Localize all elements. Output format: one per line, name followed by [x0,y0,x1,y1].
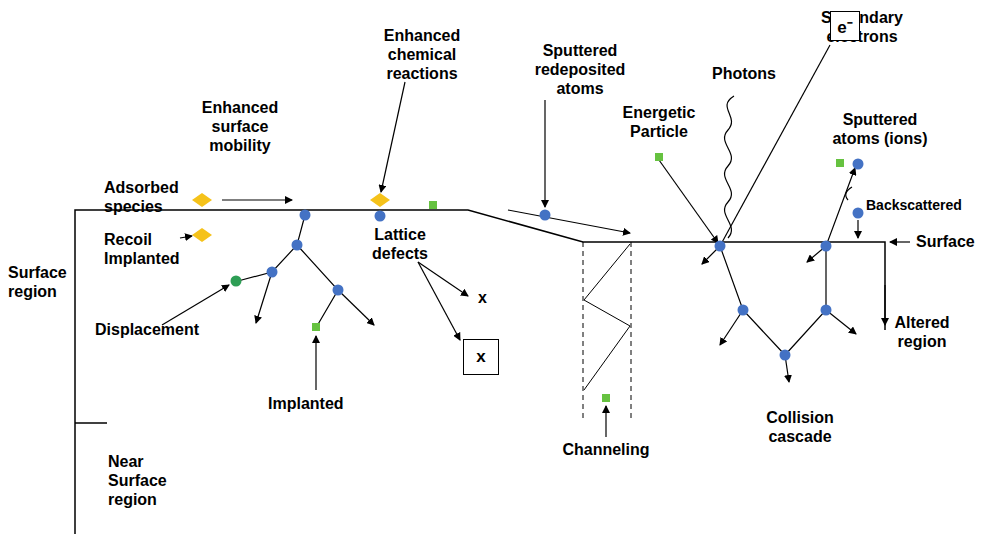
text-label: Secondary electrons [805,8,920,46]
text-label: Recoil Implanted [104,230,184,268]
photon-wave [725,96,734,238]
symbol-text: e⁻ [837,15,852,38]
text-label: Sputtered redeposited atoms [515,41,645,98]
text-label: Lattice defects [355,225,445,263]
channel-walls [583,242,631,420]
text-label: Backscattered [866,196,976,215]
boxed-symbol: e⁻ [830,11,860,41]
text-label: Enhanced chemical reactions [362,26,482,83]
atoms [267,159,864,361]
surface-outline [75,210,885,534]
displaced-atom [231,276,242,287]
text-label: Implanted [268,394,368,413]
collision-cascade-lines [659,45,858,382]
text-label: Photons [712,64,792,83]
ions [312,153,844,402]
text-label: x [478,288,498,307]
text-label: Displacement [95,320,215,339]
text-label: Altered region [882,313,962,351]
channeling-path [584,244,630,390]
text-label: Collision cascade [745,408,855,446]
text-label: Channeling [551,440,661,459]
text-label: Sputtered atoms (ions) [825,110,935,148]
adsorbed-species [192,193,390,242]
text-label: Surface region [8,263,78,301]
text-label: Adsorbed species [104,178,194,216]
text-label: Surface [916,232,986,251]
text-label: Enhanced surface mobility [185,98,295,155]
text-label: Near Surface region [108,452,178,509]
symbol-text: x [476,347,485,367]
left-cascade-lines [238,215,374,326]
text-label: Energetic Particle [612,103,707,141]
leader-lines [162,82,910,437]
boxed-symbol: x [463,339,499,375]
